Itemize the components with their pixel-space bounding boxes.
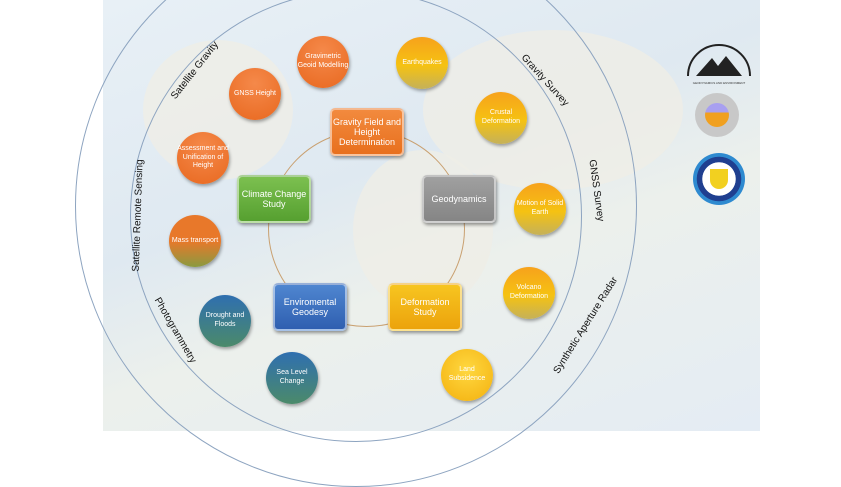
topic-mass-transport: Mass transport (169, 215, 221, 267)
logo-text: GEODYNAMICS AND ENVIRONMENT (692, 81, 746, 85)
globe-logo (695, 93, 739, 137)
environmental-geodesy-box: Enviromental Geodesy (273, 283, 347, 331)
its-logo (693, 153, 745, 205)
topic-drought: Drought and Floods (199, 295, 251, 347)
topic-assessment: Assessment and Unification of Height (177, 132, 229, 184)
topic-sea-level: Sea Level Change (266, 352, 318, 404)
climate-change-box: Climate Change Study (237, 175, 311, 223)
geodynamics-logo: GEODYNAMICS AND ENVIRONMENT (684, 42, 754, 85)
gravity-field-box: Gravity Field and Height Determination (330, 108, 404, 156)
topic-gravimetric: Gravimetric Geoid Modelling (297, 36, 349, 88)
topic-crustal: Crustal Deformation (475, 92, 527, 144)
deformation-box: Deformation Study (388, 283, 462, 331)
topic-gnss-height: GNSS Height (229, 68, 281, 120)
topic-motion: Motion of Solid Earth (514, 183, 566, 235)
topic-land-subsidence: Land Subsidence (441, 349, 493, 401)
topic-earthquakes: Earthquakes (396, 37, 448, 89)
topic-volcano: Volcano Deformation (503, 267, 555, 319)
geodynamics-box: Geodynamics (422, 175, 496, 223)
